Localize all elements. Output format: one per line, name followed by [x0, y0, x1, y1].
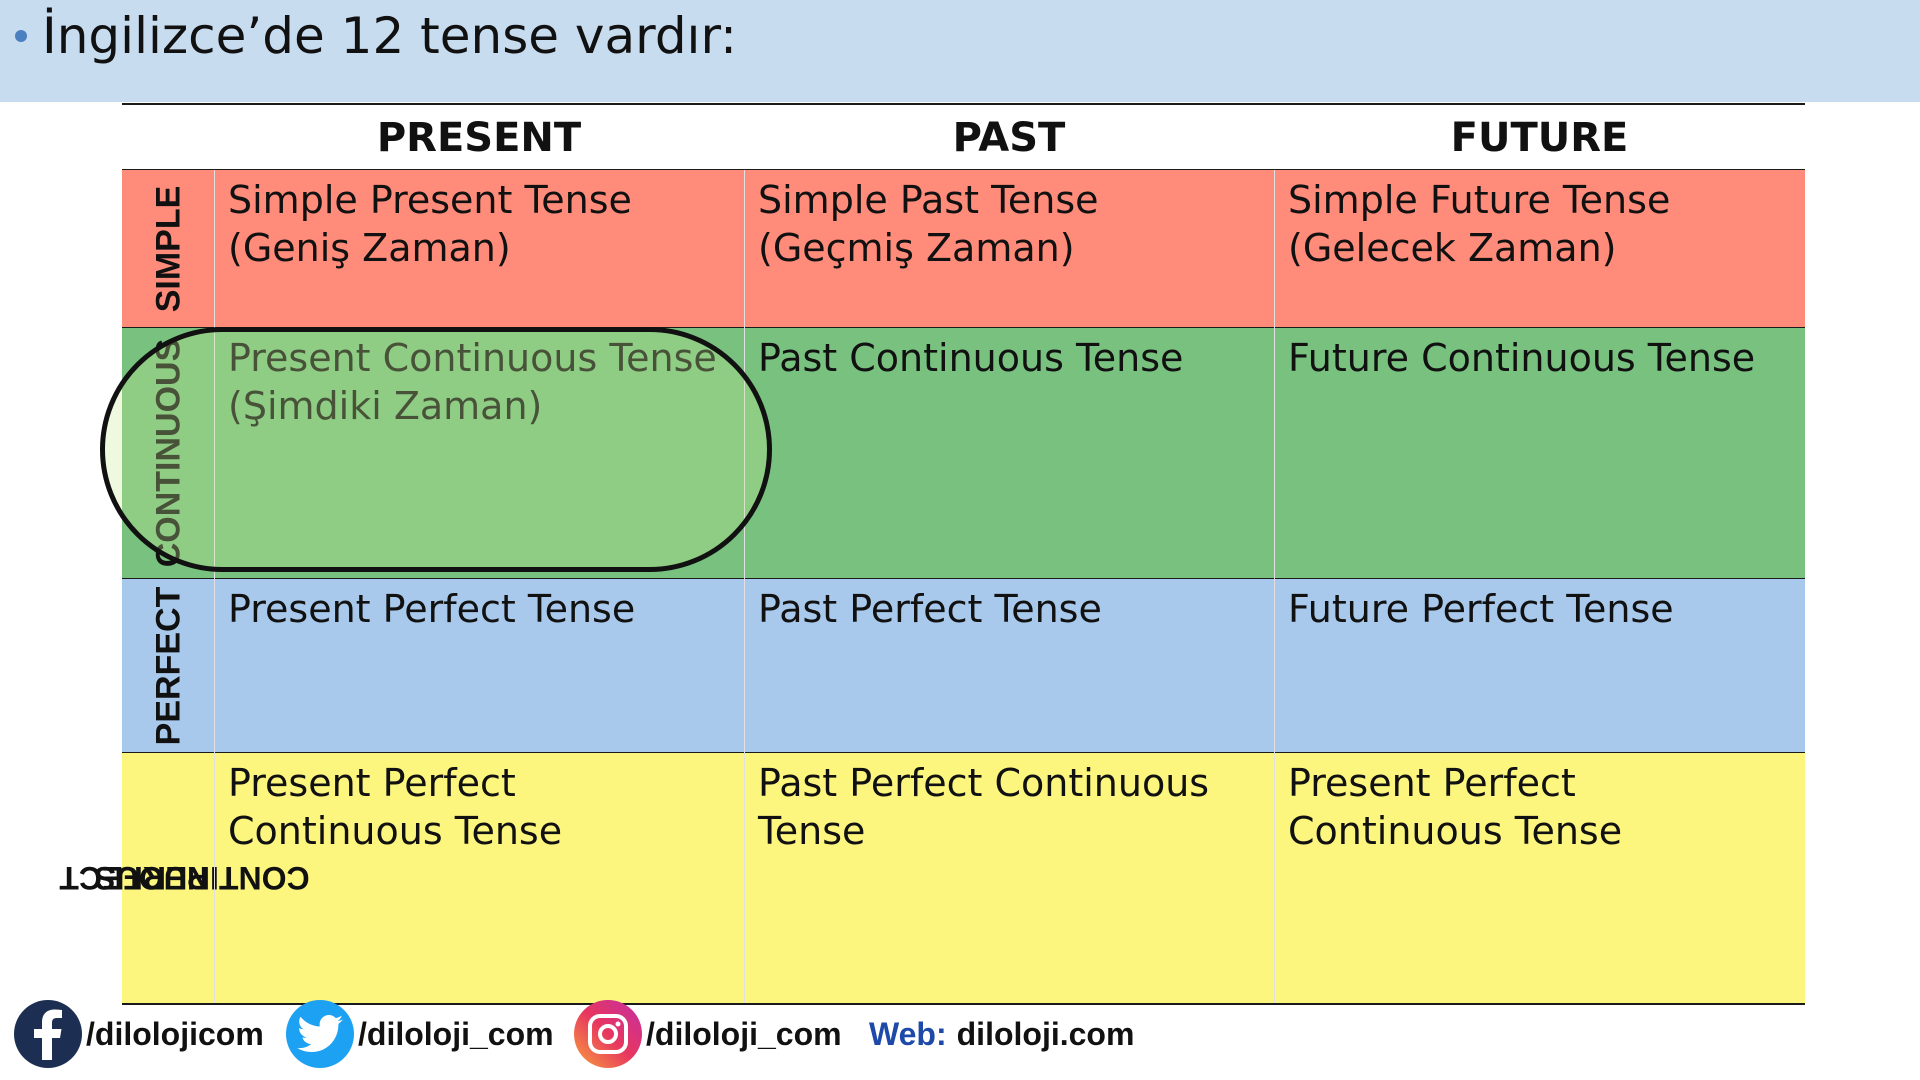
instagram-link[interactable]: /diloloji_com [574, 997, 842, 1071]
cell-continuous-past: Past Continuous Tense [744, 328, 1274, 578]
column-header-future: FUTURE [1450, 115, 1629, 161]
facebook-link[interactable]: /dilolojicom [14, 997, 264, 1071]
facebook-icon [14, 1000, 82, 1068]
column-divider [214, 170, 215, 1003]
page-title: İngilizce’de 12 tense vardır: [42, 7, 737, 65]
row-label-simple: SIMPLE [149, 185, 188, 312]
row-label-perfect: PERFECT [149, 586, 187, 745]
cell-simple-future: Simple Future Tense (Gelecek Zaman) [1274, 170, 1805, 327]
footer: /dilolojicom /diloloji_com /diloloji_com… [14, 997, 1214, 1071]
cell-line: (Gelecek Zaman) [1288, 226, 1617, 270]
cell-line: (Geçmiş Zaman) [758, 226, 1075, 270]
cell-perfect-future: Future Perfect Tense [1274, 579, 1805, 752]
cell-line: (Şimdiki Zaman) [228, 384, 543, 428]
cell-line: Present Perfect Tense [228, 587, 636, 631]
web-url[interactable]: diloloji.com [956, 1015, 1135, 1052]
cell-line: Simple Future Tense [1288, 178, 1671, 222]
cell-line: Present Perfect [228, 761, 516, 805]
website-link[interactable]: Web: diloloji.com [869, 997, 1134, 1071]
table-top-rule [122, 103, 1805, 105]
table-bottom-rule [122, 1003, 1805, 1005]
cell-simple-past: Simple Past Tense (Geçmiş Zaman) [744, 170, 1274, 327]
cell-perfect-present: Present Perfect Tense [214, 579, 744, 752]
bullet-icon [15, 30, 27, 42]
row-rule [122, 578, 1805, 579]
cell-line: Future Perfect Tense [1288, 587, 1674, 631]
highlight-oval [100, 327, 772, 572]
row-continuous: CONTINUOUS Present Continuous Tense (Şim… [122, 328, 1805, 578]
row-perfect: PERFECT Present Perfect Tense Past Perfe… [122, 579, 1805, 752]
cell-line: (Geniş Zaman) [228, 226, 511, 270]
cell-line: Simple Present Tense [228, 178, 632, 222]
row-rule [122, 327, 1805, 328]
cell-perfect-continuous-present: Present Perfect Continuous Tense [214, 753, 744, 1003]
cell-line: Tense [758, 809, 866, 853]
column-header-present: PRESENT [376, 115, 582, 161]
row-simple: SIMPLE Simple Present Tense (Geniş Zaman… [122, 170, 1805, 327]
cell-line: Continuous Tense [228, 809, 563, 853]
cell-line: Future Continuous Tense [1288, 336, 1756, 380]
twitter-handle: /diloloji_com [358, 1015, 554, 1052]
title-bar: İngilizce’de 12 tense vardır: [0, 0, 1920, 102]
cell-line: Past Perfect Tense [758, 587, 1102, 631]
cell-line: Past Perfect Continuous [758, 761, 1210, 805]
column-divider [744, 170, 745, 1003]
cell-line: Past Continuous Tense [758, 336, 1184, 380]
cell-line: Simple Past Tense [758, 178, 1099, 222]
instagram-icon [574, 1000, 642, 1068]
cell-line: Continuous Tense [1288, 809, 1623, 853]
cell-continuous-future: Future Continuous Tense [1274, 328, 1805, 578]
instagram-handle: /diloloji_com [646, 1015, 842, 1052]
tense-table: PRESENT PAST FUTURE SIMPLE Simple Presen… [59, 103, 1805, 1005]
column-divider [1274, 170, 1275, 1003]
cell-perfect-continuous-future: Present Perfect Continuous Tense [1274, 753, 1805, 1003]
row-rule [122, 752, 1805, 753]
cell-perfect-past: Past Perfect Tense [744, 579, 1274, 752]
web-label: Web: [869, 1015, 947, 1052]
facebook-handle: /dilolojicom [86, 1015, 264, 1052]
cell-line: Present Continuous Tense [228, 336, 717, 380]
cell-line: Present Perfect [1288, 761, 1576, 805]
twitter-icon [286, 1000, 354, 1068]
cell-perfect-continuous-past: Past Perfect Continuous Tense [744, 753, 1274, 1003]
column-header-past: PAST [952, 115, 1066, 161]
twitter-link[interactable]: /diloloji_com [286, 997, 554, 1071]
cell-continuous-present: Present Continuous Tense (Şimdiki Zaman) [214, 328, 744, 578]
cell-simple-present: Simple Present Tense (Geniş Zaman) [214, 170, 744, 327]
